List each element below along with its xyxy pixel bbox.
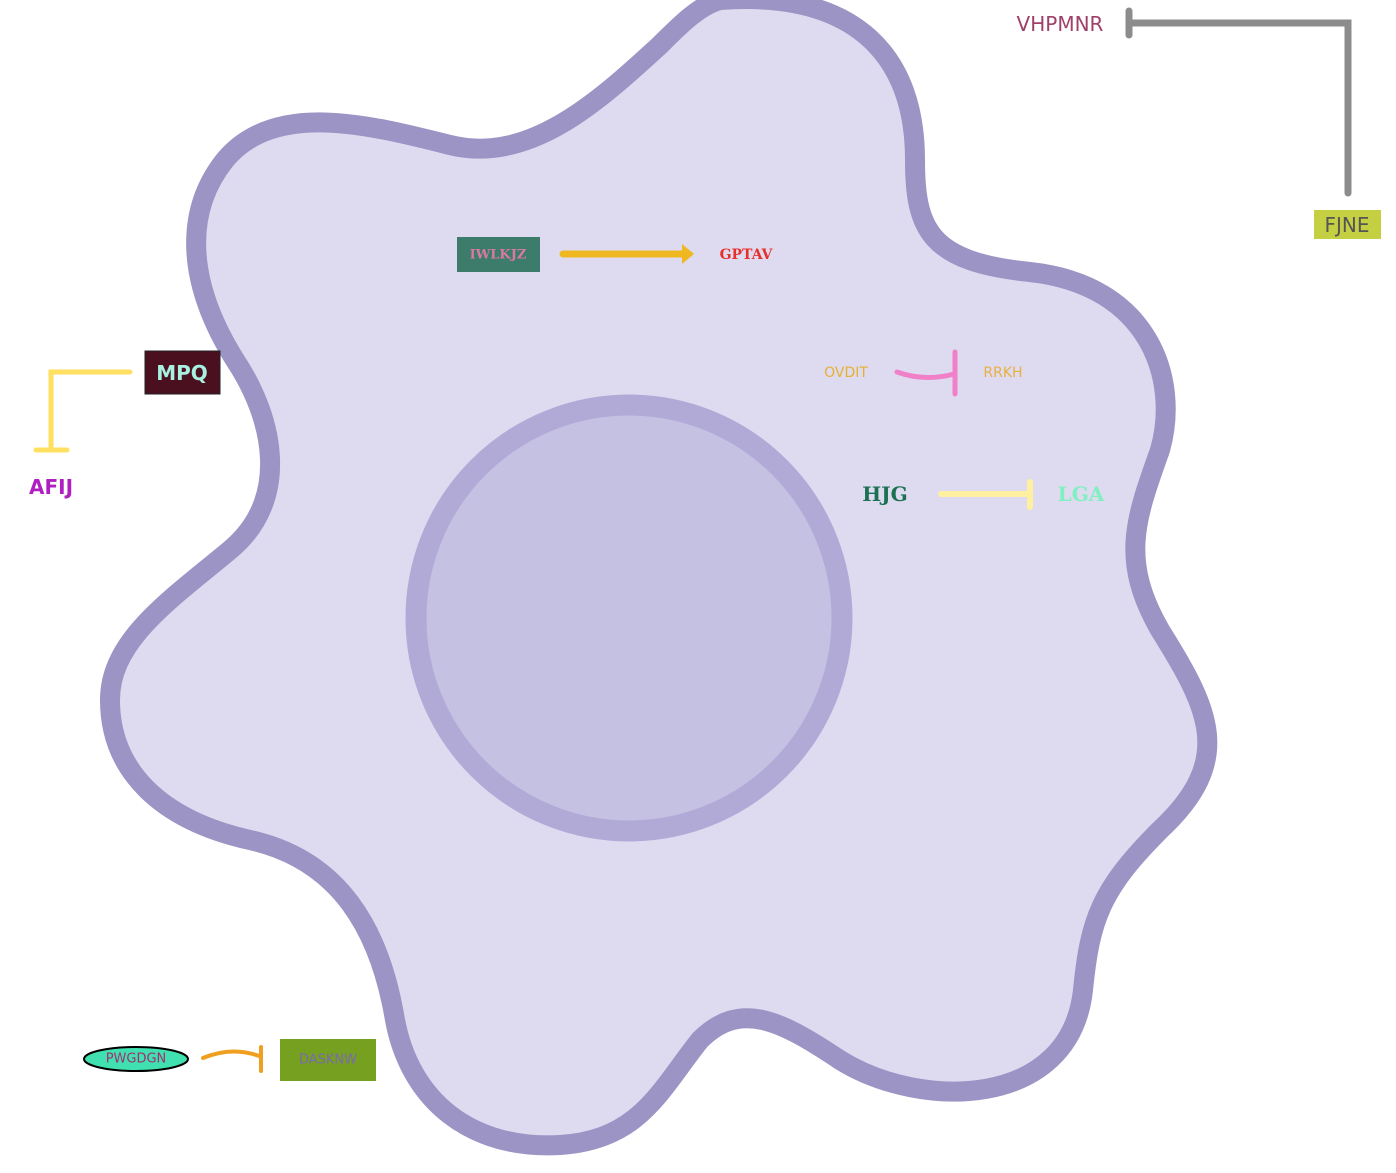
node-lga: LGA: [1058, 482, 1105, 506]
inhibition-line: [48, 369, 133, 453]
node-mpq-box: [144, 350, 221, 395]
nucleus: [405, 394, 853, 842]
inhibition-line: [201, 1049, 261, 1060]
edge-mpq-afij: [33, 369, 133, 453]
node-fjne-box: [1314, 210, 1381, 239]
inhibition-line: [1125, 19, 1352, 197]
node-iwlkjz-label: IWLKJZ: [470, 248, 527, 263]
node-vhpmnr: VHPMNR: [1017, 12, 1104, 36]
edge-pwgdgn-dasknw: [201, 1045, 263, 1073]
activation-arrowhead: [682, 244, 694, 264]
node-mpq-label: MPQ: [156, 361, 208, 385]
node-pwgdgn: PWGDGN: [83, 1046, 189, 1072]
node-afij: AFIJ: [29, 475, 73, 499]
node-fjne-label: FJNE: [1325, 213, 1370, 237]
edge-hjg-lga: [938, 479, 1033, 510]
node-dasknw-label: DASKNW: [299, 1053, 357, 1068]
node-iwlkjz-box: [457, 237, 540, 272]
node-mpq: MPQ: [144, 350, 221, 395]
node-fjne: FJNE: [1314, 210, 1381, 239]
node-pwgdgn-ellipse: [83, 1046, 189, 1072]
node-dasknw: DASKNW: [280, 1039, 376, 1081]
node-dasknw-box: [280, 1039, 376, 1081]
inhibition-line: [894, 369, 957, 380]
node-rrkh: RRKH: [983, 365, 1022, 381]
edge-iwlkjz-gptav: [559, 244, 694, 264]
node-pwgdgn-label: PWGDGN: [106, 1052, 167, 1067]
node-gptav: GPTAV: [720, 247, 774, 263]
node-ovdit: OVDIT: [824, 365, 868, 381]
edge-ovdit-rrkh: [894, 349, 958, 397]
node-iwlkjz: IWLKJZ: [457, 237, 540, 272]
node-hjg: HJG: [862, 482, 907, 506]
edge-vhpmnr-fjne: [1125, 7, 1352, 197]
